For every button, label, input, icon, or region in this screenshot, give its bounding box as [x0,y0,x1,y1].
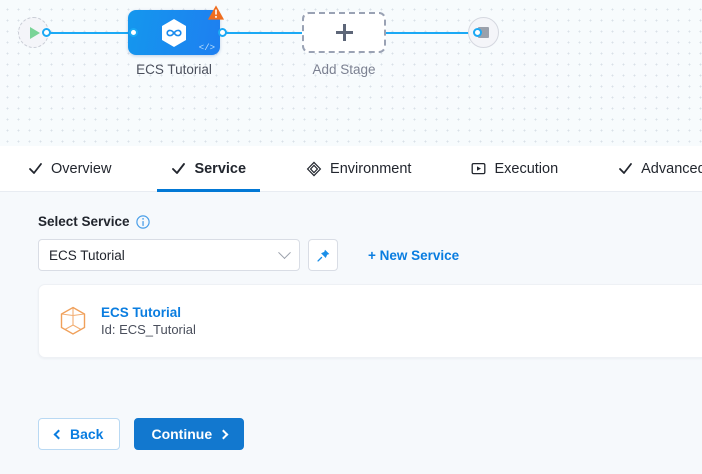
continue-button-label: Continue [151,426,213,442]
service-select[interactable]: ECS Tutorial [38,239,300,271]
check-icon [172,163,186,174]
service-card-title[interactable]: ECS Tutorial [101,305,182,320]
connector-port[interactable] [473,28,482,37]
play-icon [30,26,40,39]
stop-icon [478,27,489,38]
step-tab-bar: Overview Service Environment Execution A… [0,146,702,192]
pipeline-edge [222,32,302,34]
service-card-id: Id: ECS_Tutorial [101,322,196,337]
code-badge-icon: </> [198,43,215,53]
service-select-value: ECS Tutorial [49,247,125,263]
tab-service-label: Service [194,160,247,177]
service-hexagon-icon [162,18,186,47]
new-service-button[interactable]: + New Service [368,247,460,263]
service-card-texts: ECS Tutorial Id: ECS_Tutorial [101,305,196,337]
layers-icon [306,161,322,176]
pipeline-canvas[interactable]: </> ECS Tutorial Add Stage [0,0,702,146]
add-stage-label: Add Stage [312,62,376,77]
check-icon [619,163,633,174]
stage-node-label: ECS Tutorial [136,62,212,77]
play-box-icon [472,162,486,175]
continue-button[interactable]: Continue [134,418,245,450]
select-service-label: Select Service [38,214,130,229]
tab-execution[interactable]: Execution [461,146,568,192]
service-step-panel: Select Service ECS Tutorial + New Servic… [0,192,702,474]
pin-service-button[interactable] [308,239,338,271]
connector-port[interactable] [129,28,138,37]
chevron-down-icon [278,245,291,259]
tab-service[interactable]: Service [157,146,260,192]
cube-hexagon-icon [60,306,86,335]
selected-service-card[interactable]: ECS Tutorial Id: ECS_Tutorial [38,284,702,358]
tab-overview-label: Overview [51,160,112,177]
stage-node-ecs-tutorial[interactable]: </> [128,5,225,55]
select-service-label-row: Select Service [0,192,702,229]
warning-triangle-icon[interactable] [207,4,225,21]
add-stage-button[interactable] [302,12,386,53]
tab-overview[interactable]: Overview [18,146,121,192]
tab-environment-label: Environment [330,160,412,177]
tab-advanced[interactable]: Advanced [608,146,702,192]
plus-icon [335,24,353,41]
check-icon [29,163,42,174]
chevron-right-icon [218,429,229,439]
info-icon[interactable] [135,214,150,229]
connector-port[interactable] [42,28,51,37]
back-button[interactable]: Back [38,418,121,450]
pipeline-edge [44,32,136,34]
back-button-label: Back [70,426,104,442]
wizard-footer: Back Continue [38,418,245,450]
service-select-row: ECS Tutorial + New Service [0,229,702,271]
pin-icon [316,249,329,262]
chevron-left-icon [53,429,64,439]
pipeline-edge [386,32,478,34]
connector-port[interactable] [218,28,227,37]
tab-advanced-label: Advanced [641,160,702,177]
tab-environment[interactable]: Environment [296,146,421,192]
tab-execution-label: Execution [494,160,559,177]
